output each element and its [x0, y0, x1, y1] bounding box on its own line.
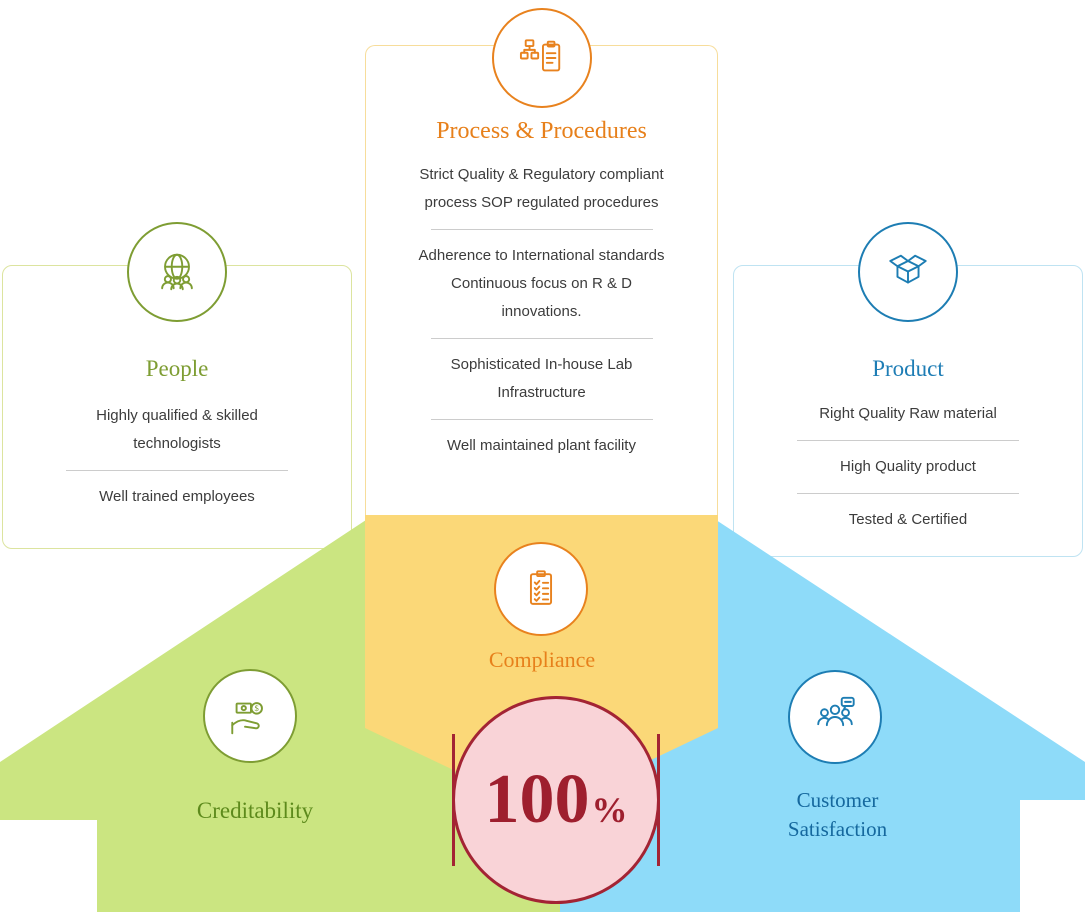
hand-money-icon: $	[203, 669, 297, 763]
badge-text: 100 %	[485, 765, 628, 835]
people-card: People Highly qualified & skilled techno…	[2, 222, 352, 549]
process-item-2: Adherence to International standards Con…	[418, 247, 665, 320]
creditability-label: Creditability	[196, 798, 314, 823]
people-item-1: Highly qualified & skilled technologists	[96, 407, 258, 452]
compliance-label: Compliance	[488, 647, 596, 672]
divider	[66, 470, 288, 471]
divider	[797, 440, 1019, 441]
process-title: Process & Procedures	[436, 118, 647, 144]
divider	[430, 338, 653, 339]
globe-people-icon	[127, 222, 227, 322]
badge-left-tick	[452, 734, 455, 866]
people-title: People	[145, 356, 209, 381]
checklist-icon	[494, 542, 588, 636]
svg-text:$: $	[255, 703, 260, 713]
divider	[430, 419, 653, 420]
divider	[430, 229, 653, 230]
product-card: Product Right Quality Raw material High …	[733, 222, 1083, 557]
process-item-4: Well maintained plant facility	[447, 437, 636, 454]
product-item-1: Right Quality Raw material	[819, 405, 997, 422]
badge-value: 100	[484, 761, 590, 838]
badge-unit: %	[591, 790, 628, 830]
process-item-3: Sophisticated In-house Lab Infrastructur…	[450, 356, 633, 401]
sitemap-clipboard-icon	[491, 8, 592, 108]
customers-chat-icon	[788, 670, 882, 764]
divider	[797, 493, 1019, 494]
product-item-2: High Quality product	[840, 458, 976, 475]
customer-satisfaction-label: Customer Satisfaction	[787, 788, 888, 841]
product-title: Product	[872, 356, 944, 381]
product-item-3: Tested & Certified	[848, 511, 968, 528]
hundred-percent-badge: 100 %	[452, 696, 660, 904]
process-item-1: Strict Quality & Regulatory compliant pr…	[419, 166, 664, 211]
badge-right-tick	[657, 734, 660, 866]
open-box-icon	[858, 222, 958, 322]
process-card: Process & Procedures Strict Quality & Re…	[365, 8, 718, 515]
people-item-2: Well trained employees	[99, 488, 255, 505]
